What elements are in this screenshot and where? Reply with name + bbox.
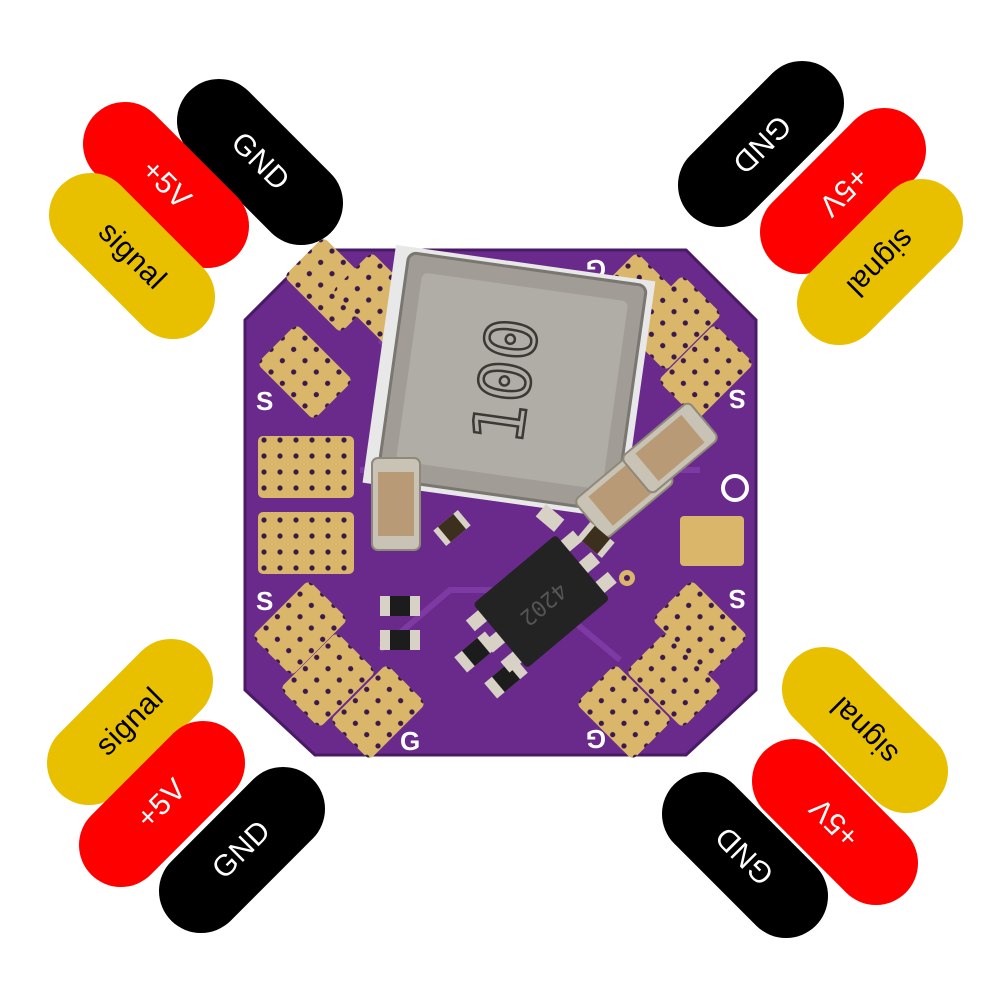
silk-circle-right	[721, 474, 749, 502]
regulator-chip: 4202	[465, 530, 617, 673]
inductor: 100	[362, 244, 656, 520]
smd-parts	[380, 504, 615, 699]
pads-left-input	[258, 436, 354, 574]
silk-s-right-lower: S	[729, 584, 746, 614]
silk-g-bottom-left: G	[400, 726, 420, 756]
silk-s-right-upper: S	[729, 384, 746, 414]
silk-g-bottom-right: G	[586, 724, 606, 754]
capacitor-left	[371, 457, 421, 551]
pad-right-small	[680, 516, 744, 566]
silk-s-left-upper: S	[256, 386, 273, 416]
inductor-marking: 100	[457, 313, 556, 450]
silk-s-left-lower: S	[256, 586, 273, 616]
pads-bottom-left	[254, 582, 424, 758]
capacitor-right-2	[622, 402, 718, 494]
pads-bottom-right	[578, 582, 746, 758]
